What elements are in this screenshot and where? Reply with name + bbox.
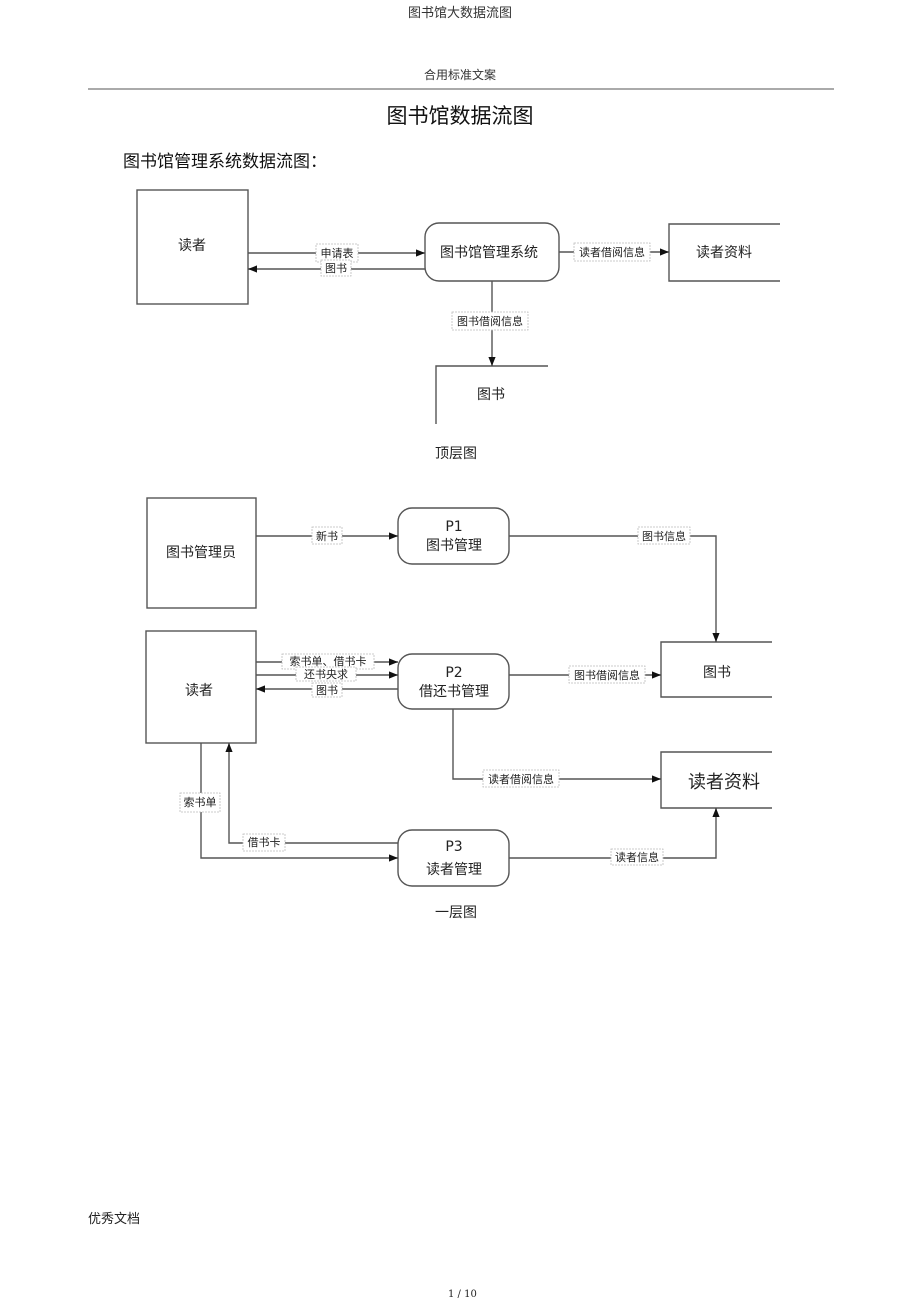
layer1-reader-label: 读者 — [185, 682, 213, 699]
flow-request-slip-line — [200, 743, 398, 862]
process-p3-id: P3 — [445, 839, 462, 855]
flow-request-card-label: 索书单、借书卡 — [290, 654, 367, 668]
top-system-label: 图书馆管理系统 — [440, 245, 538, 261]
librarian-label: 图书管理员 — [166, 545, 236, 561]
flow-reader-info-line — [509, 808, 720, 859]
top-reader-store-label: 读者资料 — [696, 244, 752, 261]
layer1-book-store-label: 图书 — [703, 665, 731, 681]
flow-library-card-line — [225, 743, 398, 844]
flow-request-slip-label: 索书单 — [184, 795, 217, 809]
flow-reader-info-label: 读者信息 — [615, 850, 659, 864]
flow-book-out-label: 图书 — [316, 684, 338, 697]
flow-reader-borrow-label: 读者借阅信息 — [579, 245, 645, 259]
page-number: 1 / 10 — [448, 1289, 477, 1300]
header-divider — [88, 88, 834, 90]
librarian-entity — [146, 497, 257, 609]
flow-book-info-line — [509, 535, 720, 642]
flow-reader-borrow-info-label: 读者借阅信息 — [488, 772, 554, 786]
flow-reader-borrow-info-line — [452, 709, 661, 783]
layer1-diagram-caption: 一层图 — [435, 905, 477, 921]
process-p1-name: 图书管理 — [426, 538, 482, 554]
process-p1 — [397, 507, 510, 565]
flow-book-borrow-info-label: 图书借阅信息 — [574, 668, 640, 682]
flow-new-book-label: 新书 — [316, 529, 338, 543]
page-header: 合用标准文案 — [423, 68, 496, 82]
process-p2-name: 借还书管理 — [419, 684, 489, 700]
section-heading: 图书馆管理系统数据流图： — [123, 152, 327, 172]
layer1-reader-store-label: 读者资料 — [688, 772, 760, 793]
flow-book-return-label: 图书 — [325, 262, 347, 275]
flow-book-borrow-label: 图书借阅信息 — [457, 314, 523, 328]
top-reader-entity — [136, 189, 249, 305]
main-heading: 图书馆数据流图 — [386, 104, 534, 128]
flow-return-request-label: 还书央求 — [304, 668, 348, 681]
flow-library-card-label: 借书卡 — [248, 836, 281, 849]
top-book-store — [435, 365, 548, 424]
process-p2-id: P2 — [445, 665, 462, 681]
top-diagram-caption: 顶层图 — [435, 446, 477, 462]
flow-book-info-label: 图书信息 — [642, 529, 686, 543]
process-p2 — [397, 653, 510, 710]
process-p1-id: P1 — [445, 519, 462, 535]
document-title: 图书馆大数据流图 — [407, 6, 512, 21]
page-footer-label: 优秀文档 — [88, 1212, 141, 1227]
flow-application-label: 申请表 — [321, 246, 354, 260]
top-book-store-label: 图书 — [477, 387, 505, 403]
process-p3-name: 读者管理 — [426, 861, 482, 878]
top-reader-label: 读者 — [178, 237, 206, 254]
